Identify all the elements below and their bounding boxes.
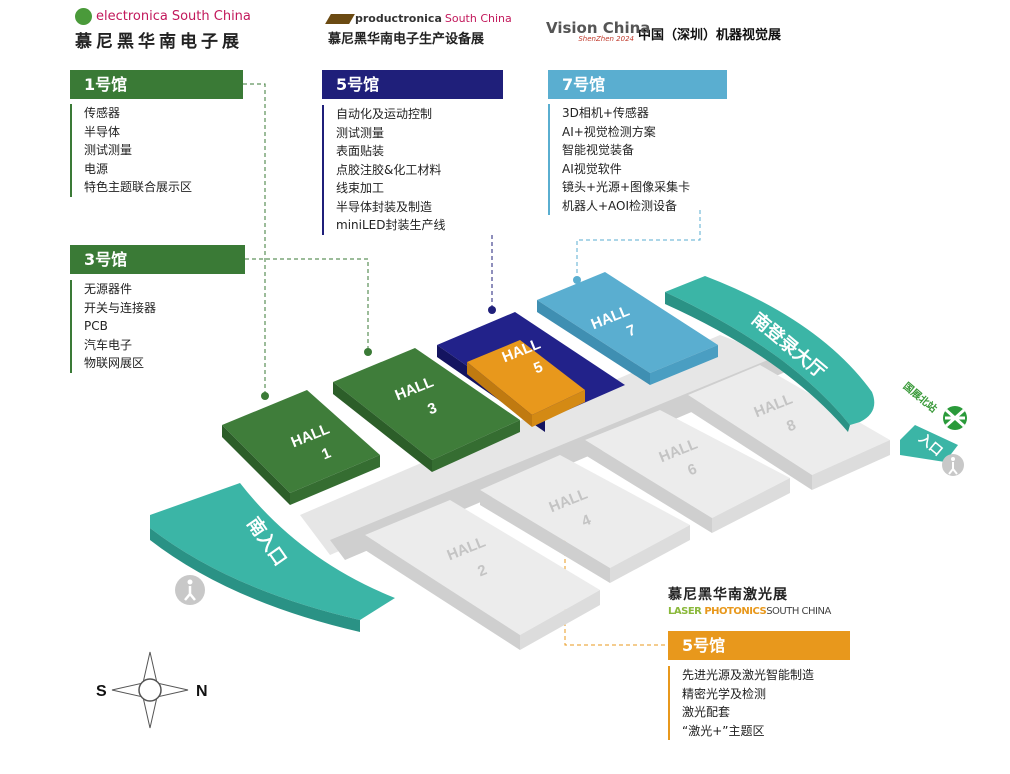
list-item: 智能视觉装备 (562, 143, 635, 157)
hall-5 (437, 312, 625, 432)
box-items: 先进光源及激光智能制造 精密光学及检测 激光配套 “激光+”主题区 (668, 666, 814, 740)
corridor (300, 335, 780, 555)
list-item: 精密光学及检测 (682, 686, 767, 701)
logo-text: SOUTH CHINA (766, 606, 831, 617)
logo-cn: 慕尼黑华南电子生产设备展 (328, 32, 485, 47)
box-items: 3D相机+传感器 AI+视觉检测方案 智能视觉装备 AI视觉软件 镜头+光源+图… (548, 104, 690, 215)
compass-north: N (196, 683, 208, 700)
hall-2 (365, 500, 600, 650)
entrance-sign (900, 425, 958, 462)
logo-text: PHOTONICS (704, 606, 767, 617)
box-items: 传感器 半导体 测试测量 电源 特色主题联合展示区 (70, 104, 192, 197)
list-item: PCB (84, 319, 108, 333)
metro-station-label: 国展北站 (901, 379, 940, 415)
logo-cn: 慕尼黑华南电子展 (75, 32, 243, 52)
hall-4 (480, 455, 690, 583)
pedestrian-icon (942, 454, 964, 476)
list-item: AI视觉软件 (562, 161, 622, 176)
list-item: 先进光源及激光智能制造 (682, 668, 815, 682)
hall-7 (537, 272, 718, 385)
list-item: 表面贴装 (336, 144, 385, 158)
box-items: 无源器件 开关与连接器 PCB 汽车电子 物联网展区 (70, 280, 156, 373)
list-item: “激光+”主题区 (682, 723, 765, 738)
list-item: 镜头+光源+图像采集卡 (562, 180, 691, 194)
hall-3 (333, 348, 520, 472)
list-item: 自动化及运动控制 (336, 107, 433, 121)
compass-south: S (96, 683, 107, 700)
leader-dot (261, 392, 269, 400)
box-title: 5号馆 (668, 631, 850, 660)
logo-text: productronica (355, 12, 442, 25)
list-item: 测试测量 (336, 125, 385, 140)
logo-text: Vision China (546, 19, 651, 37)
hall-6 (585, 410, 790, 533)
hall-1 (222, 390, 380, 505)
list-item: 开关与连接器 (84, 300, 157, 315)
list-item: AI+视觉检测方案 (562, 124, 656, 139)
list-item: 半导体封装及制造 (336, 199, 433, 214)
leader-line-hall1 (243, 83, 266, 395)
leader-dot (364, 348, 372, 356)
south-lobby (665, 276, 875, 432)
box-title: 5号馆 (322, 70, 503, 99)
logo-text: South China (444, 12, 512, 25)
list-item: miniLED封装生产线 (336, 218, 446, 232)
logo-cn: 慕尼黑华南激光展 (668, 587, 788, 603)
box-title: 3号馆 (70, 245, 245, 274)
metro-icon (943, 406, 967, 430)
compass-icon (111, 651, 189, 729)
list-item: 物联网展区 (84, 356, 145, 370)
list-item: 线束加工 (336, 181, 385, 195)
vision-china-logo: Vision China ShenZhen 2024 中国（深圳）机器视觉展 (546, 18, 781, 48)
pedestrian-icon (175, 575, 205, 605)
laser-logo: 慕尼黑华南激光展 LASER PHOTONICSSOUTH CHINA (668, 584, 831, 617)
productronica-logo: productronica South China 慕尼黑华南电子生产设备展 (325, 12, 512, 47)
logo-text: electronica (96, 9, 168, 24)
list-item: 电源 (84, 161, 109, 176)
box-title: 7号馆 (548, 70, 727, 99)
list-item: 汽车电子 (84, 337, 133, 352)
list-item: 3D相机+传感器 (562, 106, 649, 120)
list-item: 特色主题联合展示区 (84, 180, 193, 194)
list-item: 传感器 (84, 106, 121, 120)
electronica-logo: electronica South China 慕尼黑华南电子展 (75, 8, 251, 52)
south-entrance (150, 483, 395, 632)
list-item: 无源器件 (84, 282, 133, 296)
logo-cn: 中国（深圳）机器视觉展 (638, 27, 782, 43)
leader-line-hall3 (245, 258, 369, 350)
leader-dot (488, 306, 496, 314)
leader-line-hall7 (576, 210, 701, 278)
box-items: 自动化及运动控制 测试测量 表面贴装 点胶注胶&化工材料 线束加工 半导体封装及… (322, 105, 445, 235)
box-title: 1号馆 (70, 70, 243, 99)
hall-8 (688, 365, 890, 490)
logo-sub: ShenZhen 2024 (578, 35, 634, 43)
list-item: 测试测量 (84, 143, 133, 157)
logo-text: LASER (668, 606, 702, 617)
list-item: 机器人+AOI检测设备 (562, 198, 678, 213)
leader-dot (573, 276, 581, 284)
logo-text: South China (171, 9, 251, 24)
list-item: 激光配套 (682, 705, 731, 719)
list-item: 半导体 (84, 124, 121, 139)
electronica-icon (75, 8, 92, 25)
list-item: 点胶注胶&化工材料 (336, 162, 442, 177)
